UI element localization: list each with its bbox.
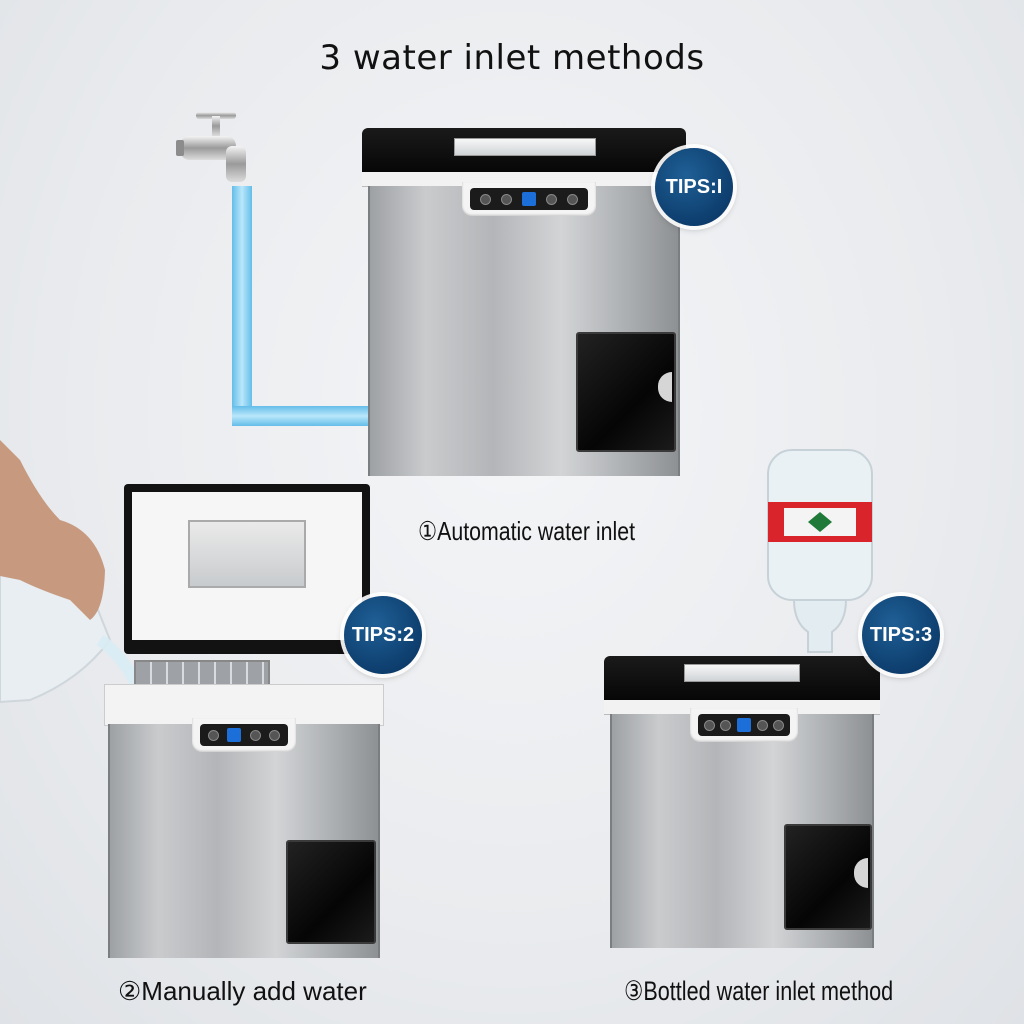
display-icon (522, 192, 536, 206)
faucet-icon (176, 112, 246, 182)
ice-maker-bottled (604, 656, 880, 948)
display-icon (736, 718, 751, 732)
door-handle (658, 372, 672, 402)
display-icon (227, 728, 242, 742)
ice-door (286, 840, 376, 944)
page-title: 3 water inlet methods (319, 38, 705, 78)
water-pipe-horizontal (232, 406, 368, 426)
badge-tip1: TIPS:I (655, 148, 733, 226)
water-bottle-icon (767, 449, 873, 653)
badge-tip3: TIPS:3 (862, 596, 940, 674)
caption-bottled: ③Bottled water inlet method (624, 976, 894, 1006)
lid-window (684, 664, 800, 682)
door-handle (854, 858, 868, 888)
control-panel (462, 182, 596, 216)
badge-tip2: TIPS:2 (344, 596, 422, 674)
water-pipe-vertical (232, 186, 252, 426)
caption-automatic: ①Automatic water inlet (418, 516, 636, 546)
lid-window (188, 520, 306, 588)
control-panel (690, 708, 798, 742)
ice-maker-manual (104, 484, 384, 958)
control-panel (192, 718, 296, 752)
caption-manual: ②Manually add water (118, 976, 367, 1006)
open-lid (124, 484, 370, 654)
lid-window (454, 138, 596, 156)
ice-maker-automatic (362, 128, 686, 476)
